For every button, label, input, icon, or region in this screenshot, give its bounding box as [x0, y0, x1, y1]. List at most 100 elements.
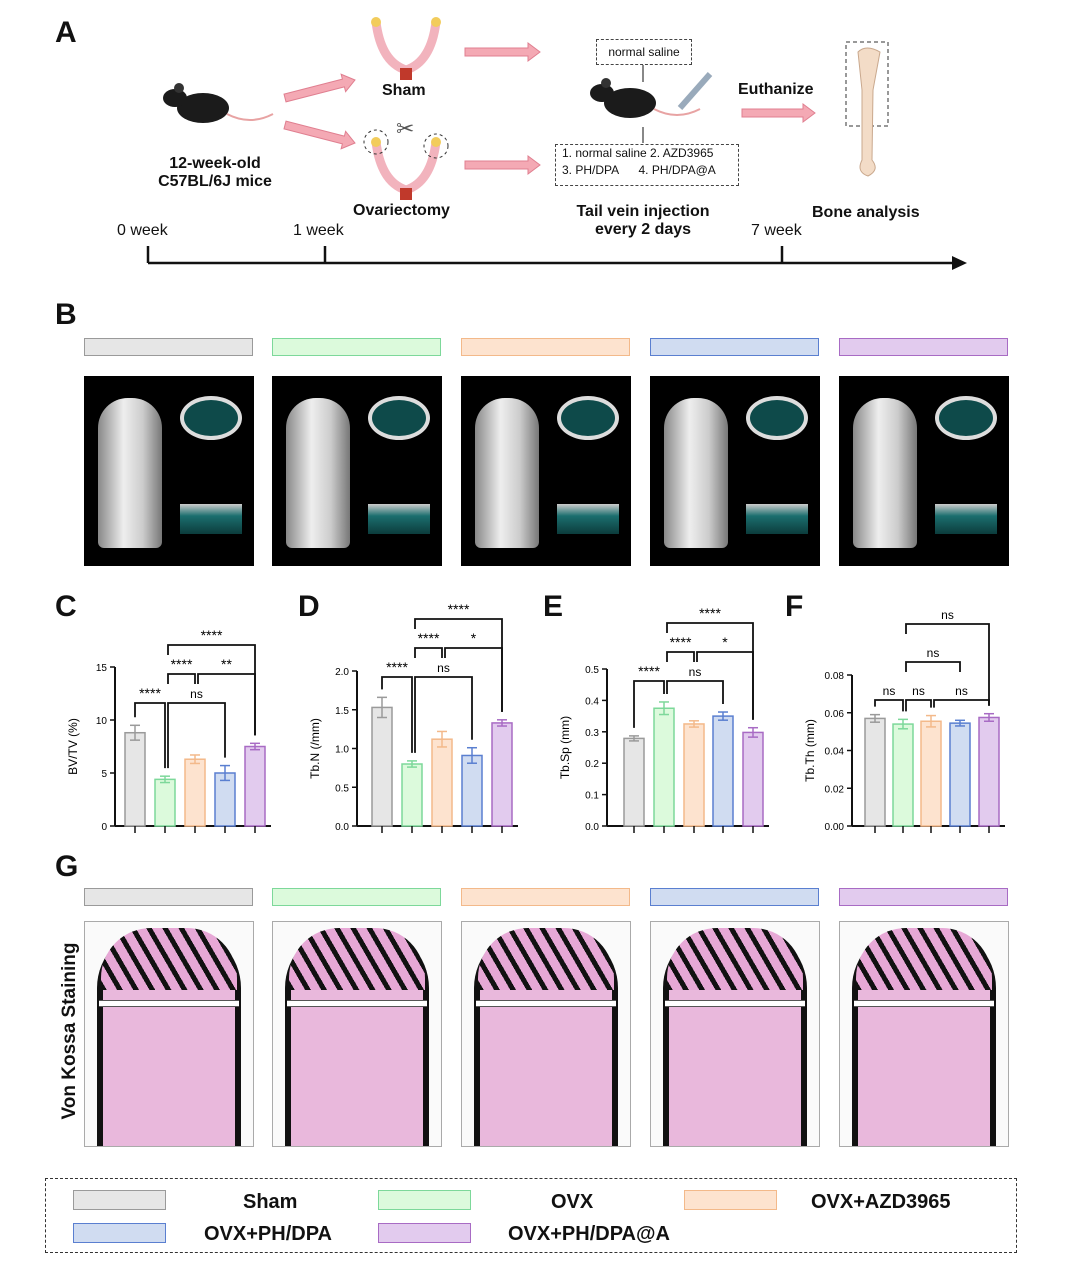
arrow-sham-to-injection-shape: [464, 42, 541, 62]
group-color-bar-g-1: [272, 888, 441, 906]
panel-label-d: D: [298, 590, 320, 623]
femur-icon: [857, 47, 881, 177]
normal-saline-box: normal saline: [596, 39, 692, 65]
y-tick-label: 0.0: [585, 822, 599, 833]
y-axis-label: Tb.Sp (mm): [558, 716, 572, 779]
significance-bracket: [696, 651, 754, 720]
legend-label: OVX+PH/DPA@A: [508, 1223, 670, 1245]
uterus-ovx-icon: [371, 137, 441, 200]
significance-bracket: [197, 673, 256, 736]
y-tick-label: 1.0: [335, 745, 349, 756]
y-axis-label: BV/TV (%): [66, 718, 80, 775]
bar-2: [920, 720, 942, 827]
y-tick-label: 0: [101, 822, 107, 833]
group-color-bar-b-4: [839, 338, 1008, 356]
y-axis-label: Tb.Th (mm): [803, 719, 817, 782]
y-tick-label: 2.0: [335, 667, 349, 678]
timeline-label-1: 1 week: [293, 222, 344, 239]
significance-bracket: [633, 680, 665, 728]
arrow-euthanize-shape: [741, 103, 816, 123]
mouse-body: [177, 93, 229, 123]
y-axis-label: Tb.N (/mm): [308, 718, 322, 779]
y-tick-label: 1.5: [335, 706, 349, 717]
bar-1: [892, 723, 914, 827]
significance-bracket: [167, 644, 256, 736]
mouse-head: [590, 84, 614, 102]
mouse-ear: [174, 83, 184, 93]
bar-4: [978, 716, 1000, 827]
uterus-sham-icon: [371, 17, 441, 80]
significance-bracket: [167, 673, 196, 684]
arrow-to-sham: [283, 73, 356, 103]
chart-e: 0.00.10.20.30.40.5Tb.Sp (mm)****ns******…: [558, 605, 769, 833]
bar-0: [864, 717, 886, 827]
arrow-to-ovx: [283, 120, 356, 150]
microct-image-ovx: [272, 376, 442, 566]
histology-image-ovx: [272, 921, 442, 1147]
y-tick-label: 0.3: [585, 728, 599, 739]
bar-1: [401, 763, 423, 827]
significance-label: ****: [139, 685, 161, 701]
bar-0: [371, 706, 393, 827]
y-tick-label: 5: [101, 769, 107, 780]
y-tick-label: 0.02: [825, 784, 845, 795]
significance-label: ****: [638, 663, 660, 679]
significance-label: ****: [201, 627, 223, 643]
bar-1: [154, 778, 176, 827]
uterus-cervix: [400, 188, 412, 200]
bar-2: [683, 723, 705, 827]
legend-label: OVX: [551, 1191, 594, 1213]
panel-label-e: E: [543, 590, 564, 623]
timeline-label-7: 7 week: [751, 222, 802, 239]
significance-label: ns: [190, 687, 203, 701]
microct-image-sham: [84, 376, 254, 566]
uterus-cervix: [400, 68, 412, 80]
legend-label: Sham: [243, 1191, 298, 1213]
group-color-bar-g-4: [839, 888, 1008, 906]
significance-label: ****: [171, 656, 193, 672]
bar-1: [653, 707, 675, 827]
significance-bracket: [874, 699, 904, 712]
significance-label: ns: [912, 684, 925, 698]
ovary: [431, 17, 441, 27]
significance-label: ****: [670, 634, 692, 650]
y-tick-label: 0.04: [825, 747, 845, 758]
bar-2: [184, 758, 206, 827]
mouse-tail: [653, 108, 701, 116]
significance-label: ns: [437, 661, 450, 675]
ovary: [371, 17, 381, 27]
significance-bracket: [134, 702, 166, 769]
significance-bracket: [414, 647, 443, 658]
bar-3: [461, 754, 483, 827]
panel-label-g: G: [55, 850, 79, 883]
uterus-horns: [371, 21, 441, 75]
removed-ovary-circle: [423, 133, 449, 159]
mouse-icon-injection: [590, 78, 701, 118]
mouse-head: [163, 89, 187, 107]
mouse-tail: [226, 113, 274, 121]
significance-label: *: [471, 630, 477, 646]
removed-ovary-circle: [363, 129, 389, 155]
significance-bracket: [905, 623, 990, 706]
bar-0: [623, 737, 645, 827]
timeline-arrowhead: [952, 256, 967, 270]
arrow-to-sham-shape: [283, 73, 356, 103]
legend-swatch: [378, 1190, 471, 1210]
von-kossa-label: Von Kossa Staining: [59, 942, 80, 1120]
significance-label: ns: [955, 684, 968, 698]
arrow-euthanize: [741, 103, 816, 123]
y-tick-label: 15: [96, 663, 108, 674]
legend-label: OVX+AZD3965: [811, 1191, 951, 1213]
y-tick-label: 0.5: [335, 783, 349, 794]
arrow-to-ovx-shape: [283, 120, 356, 150]
histology-image-ph-dpa-a: [839, 921, 1009, 1147]
mouse-icon: [163, 83, 274, 123]
timeline-label-0: 0 week: [117, 222, 168, 239]
significance-bracket: [666, 622, 754, 720]
legend-swatch: [73, 1190, 166, 1210]
